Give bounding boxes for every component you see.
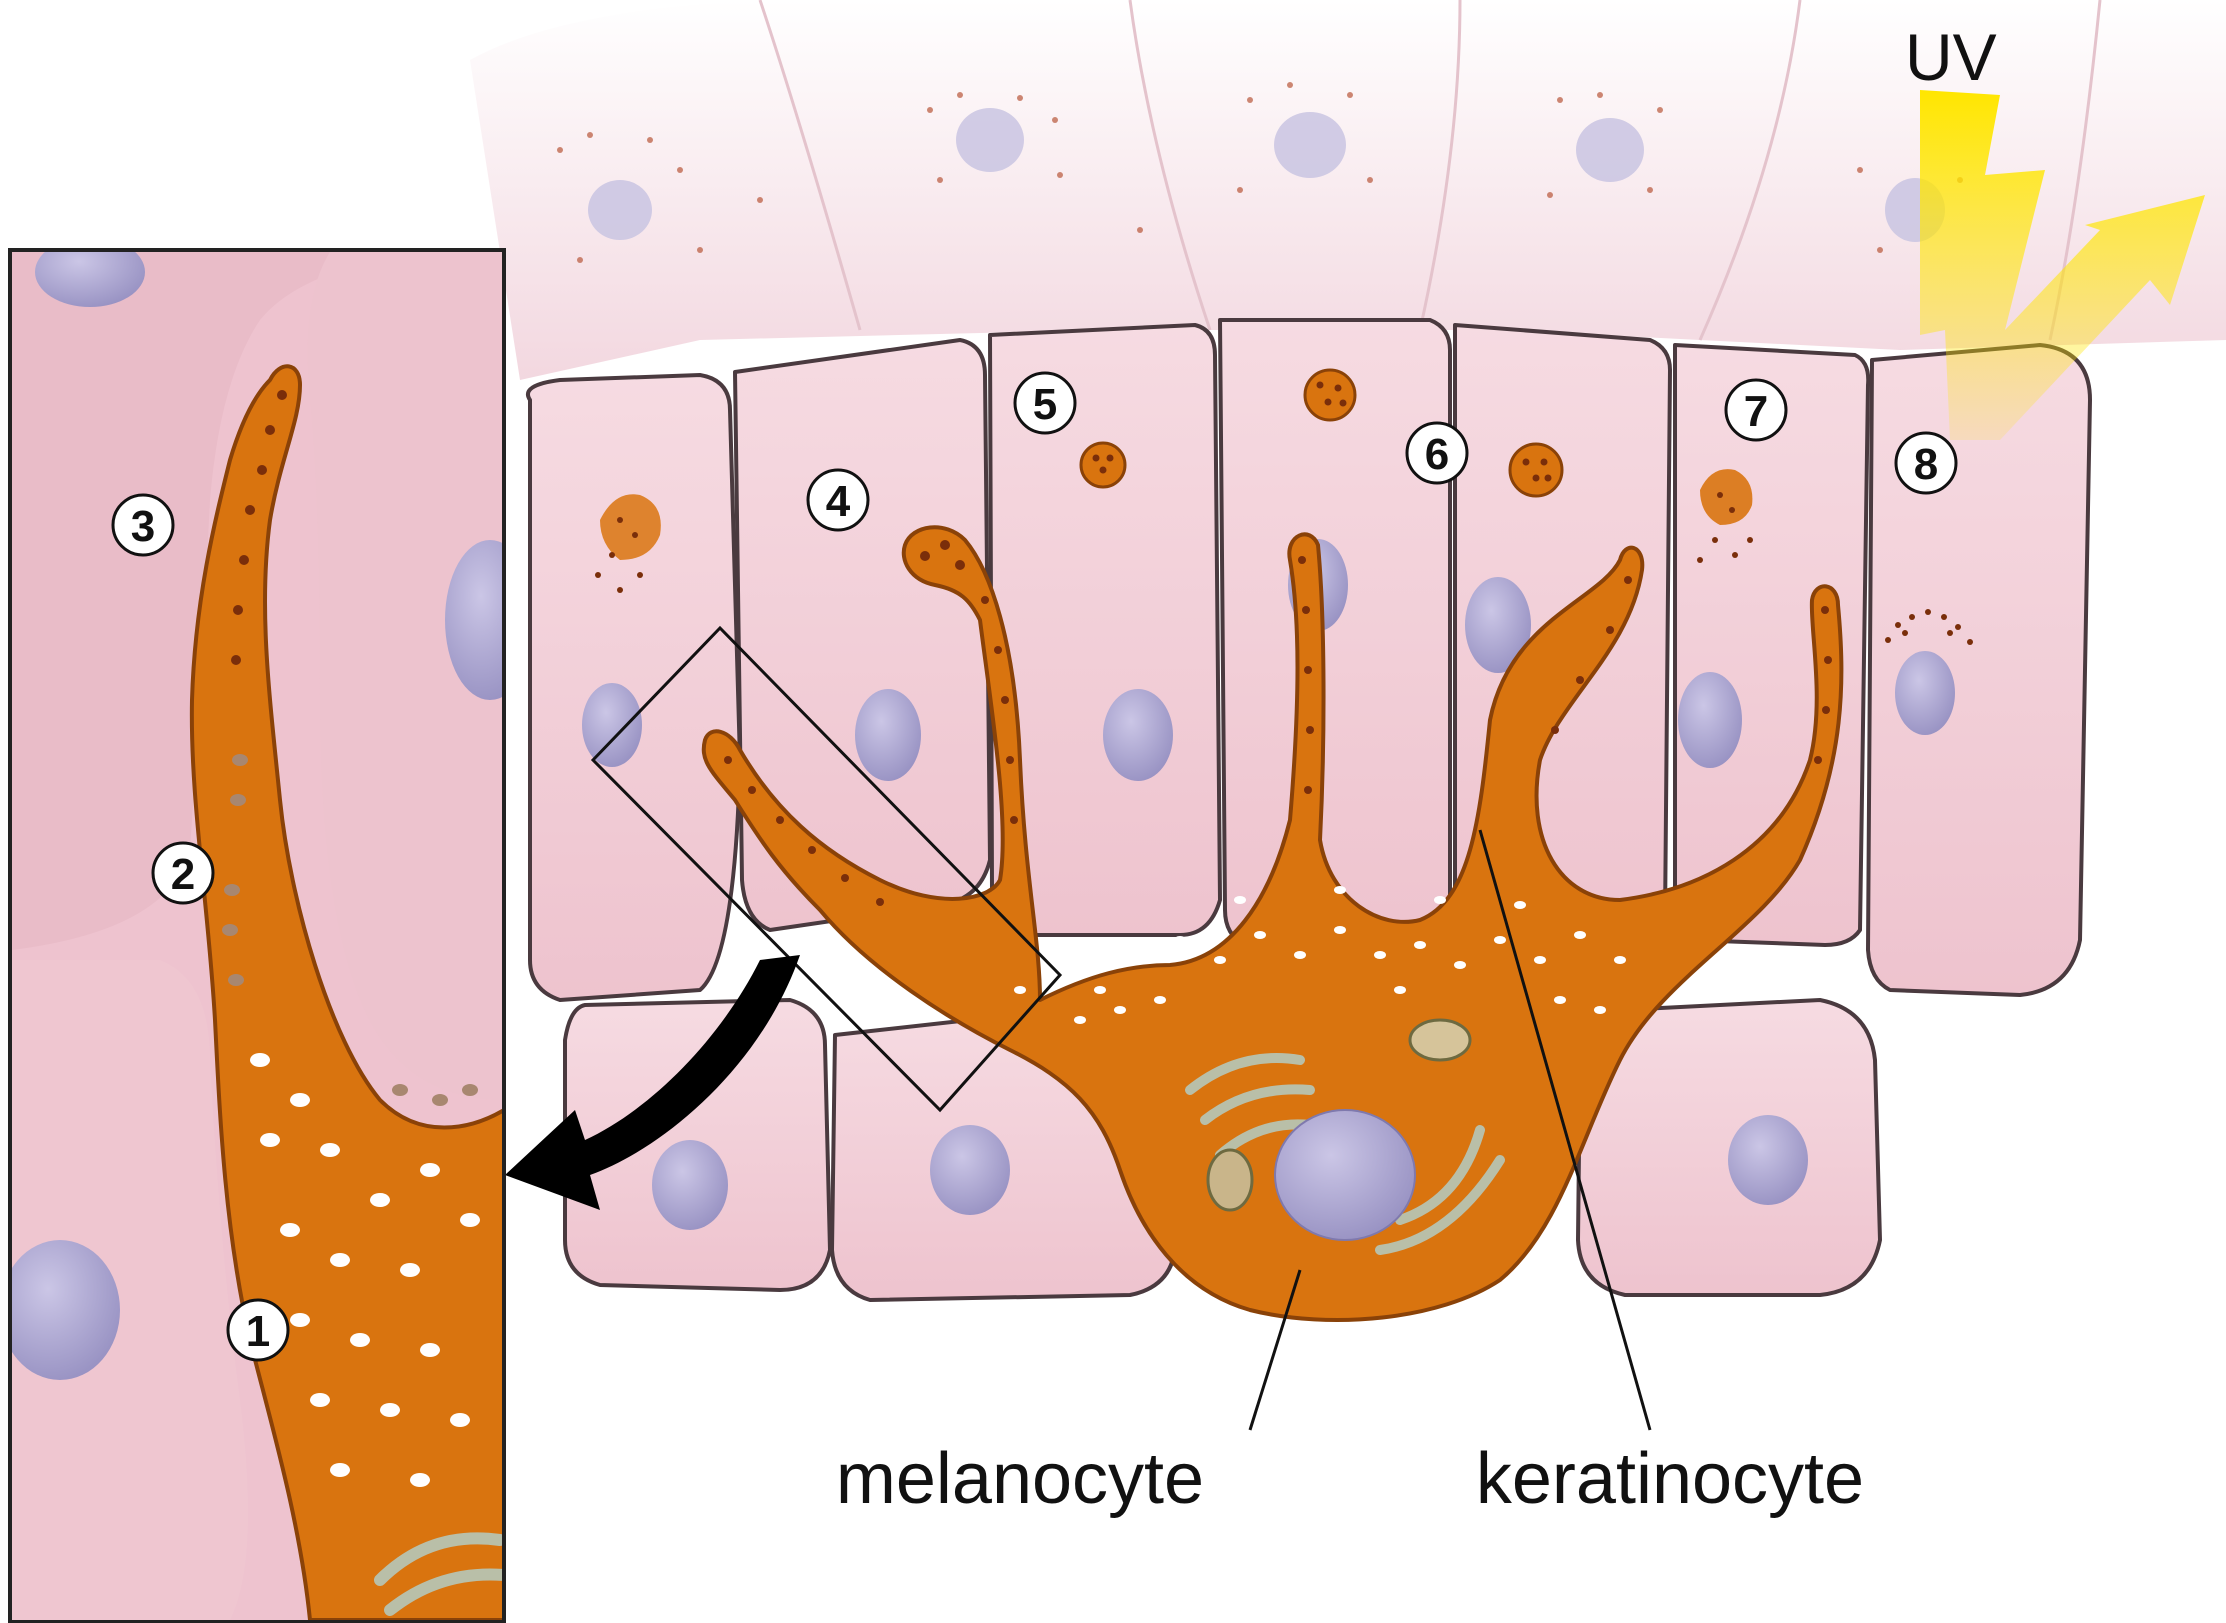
magnified-region-box <box>590 625 1063 1113</box>
melanocyte-label: melanocyte <box>836 1439 1204 1519</box>
upper-keratinocyte-layer <box>470 0 2226 380</box>
keratinocyte-label: keratinocyte <box>1476 1439 1864 1519</box>
melanocyte-cell <box>701 525 1844 1322</box>
melanocyte-nucleus <box>1274 1109 1416 1241</box>
step-2-label: 2 <box>171 850 195 899</box>
premelanosomes <box>1014 886 1626 1024</box>
leader-lines <box>1248 829 1652 1431</box>
callout-arrow <box>505 955 800 1210</box>
transferred-melanosomes <box>595 368 1973 645</box>
uv-arrow: UV <box>1905 20 2205 440</box>
step-marker-8: 8 <box>1894 431 1958 495</box>
step-1-label: 1 <box>246 1307 270 1356</box>
step-marker-1: 1 <box>226 1298 290 1362</box>
step-6-label: 6 <box>1425 430 1449 479</box>
step-markers: 1 2 3 4 5 6 7 8 <box>111 371 1958 1362</box>
upper-nuclei <box>588 108 1945 242</box>
step-marker-6: 6 <box>1405 421 1469 485</box>
uv-label: UV <box>1905 20 1997 94</box>
step-7-label: 7 <box>1744 387 1768 436</box>
melanosomes-in-dendrites <box>724 540 1832 906</box>
step-marker-7: 7 <box>1724 378 1788 442</box>
step-5-label: 5 <box>1033 380 1057 429</box>
inset-panel <box>8 248 506 1623</box>
step-8-label: 8 <box>1914 440 1938 489</box>
golgi-apparatus <box>1185 1053 1505 1255</box>
step-marker-3: 3 <box>111 493 175 557</box>
scattered-melanin-upper <box>557 82 1963 263</box>
step-marker-5: 5 <box>1013 371 1077 435</box>
step-marker-4: 4 <box>806 468 870 532</box>
step-marker-2: 2 <box>151 841 215 905</box>
step-4-label: 4 <box>826 477 851 526</box>
step-3-label: 3 <box>131 502 155 551</box>
keratinocyte-row <box>526 318 2092 1002</box>
